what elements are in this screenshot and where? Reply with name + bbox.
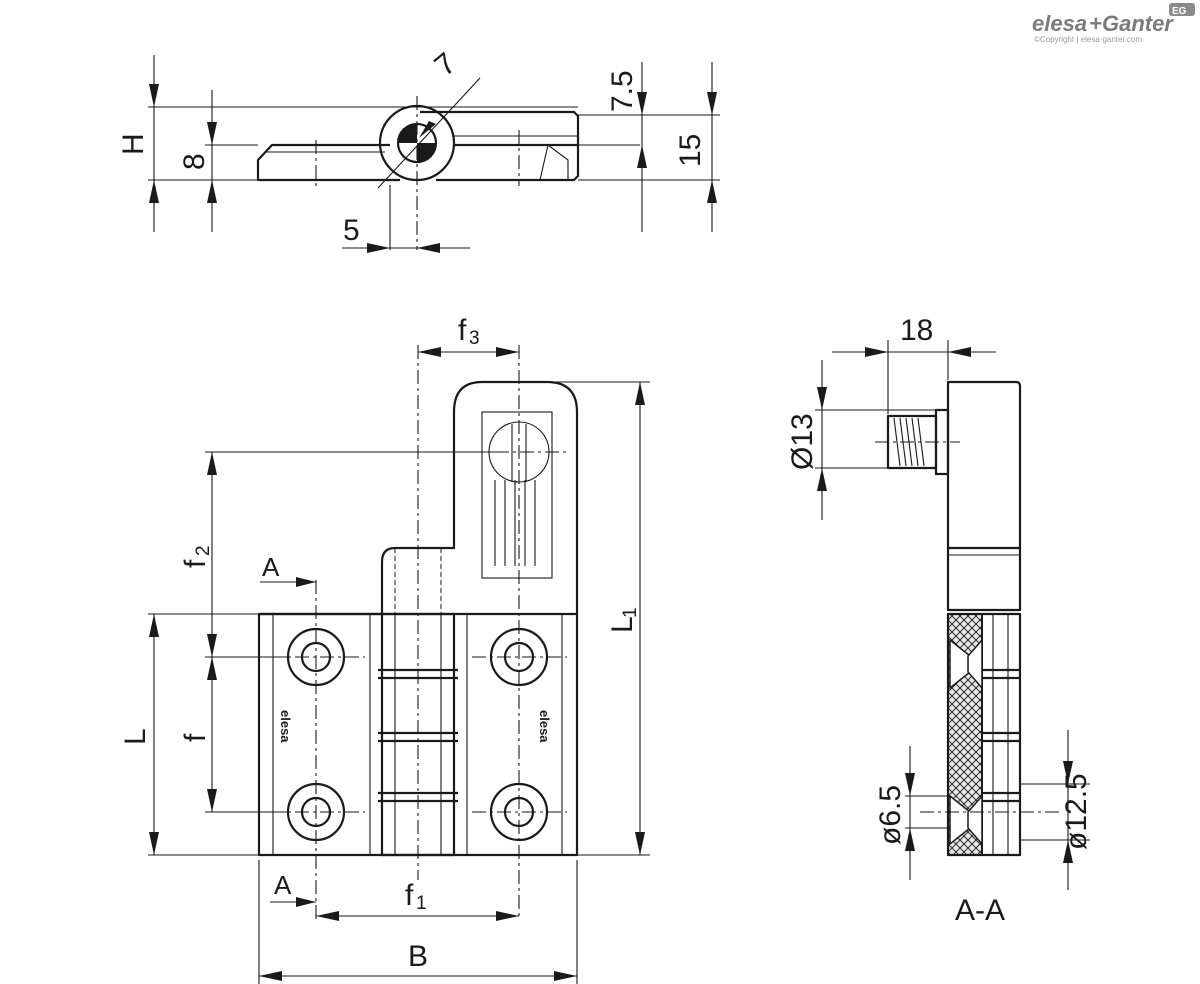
brand-name-left: elesa <box>1032 11 1087 36</box>
dim-f-label: f <box>179 733 212 742</box>
part-mark-right: elesa <box>537 710 552 743</box>
dim-f1-sub: 1 <box>416 893 427 914</box>
dim-f1-label: f <box>405 879 414 912</box>
top-leaf-left <box>256 143 400 182</box>
dim-8-label: 8 <box>178 153 211 170</box>
dim-7-5-label: 7.5 <box>606 70 639 112</box>
section-marker-bottom: A <box>270 870 316 907</box>
dim-L-label: L <box>119 728 152 745</box>
section-top-label: A <box>262 552 280 582</box>
section-bottom-label: A <box>274 870 292 900</box>
front-view: elesa elesa f 3 f 2 f <box>119 314 650 984</box>
side-body-upper <box>946 380 1022 612</box>
section-aa-label: A-A <box>955 894 1005 927</box>
part-mark-left: elesa <box>278 710 293 743</box>
brand-copyright: ©Copyright | elesa-ganter.com <box>1034 35 1142 44</box>
brand-name-right: Ganter <box>1102 11 1174 36</box>
dim-L1-label: L <box>606 616 639 633</box>
dim-L1-sub: 1 <box>620 607 641 618</box>
side-view: 18 Ø13 ø6.5 ø12.5 A-A <box>786 314 1093 927</box>
dim-f2-sub: 2 <box>193 545 214 556</box>
dim-d12-5-label: ø12.5 <box>1060 773 1093 850</box>
dim-18-label: 18 <box>900 314 933 347</box>
section-marker-top: A <box>260 552 316 587</box>
top-view: H 8 7 7.5 15 5 <box>117 47 720 253</box>
brand-badge: EG <box>1172 6 1187 17</box>
hinge-body <box>257 380 579 857</box>
dim-f2-label: f <box>179 559 212 568</box>
dim-5-label: 5 <box>343 214 360 247</box>
dim-f3-label: f <box>458 314 467 347</box>
dim-7-label: 7 <box>429 47 463 83</box>
brand-plus: + <box>1089 11 1102 36</box>
dim-d6-5-label: ø6.5 <box>874 785 907 845</box>
brand-badge-icon <box>1169 3 1195 16</box>
dim-B-label: B <box>408 940 428 973</box>
dim-H-label: H <box>117 133 150 155</box>
dim-d13-label: Ø13 <box>786 413 819 470</box>
tab-recess <box>481 411 553 579</box>
dim-f3-sub: 3 <box>469 328 480 349</box>
brand-logo: elesa + Ganter EG ©Copyright | elesa-gan… <box>1032 3 1195 44</box>
dim-15-label: 15 <box>674 134 707 167</box>
